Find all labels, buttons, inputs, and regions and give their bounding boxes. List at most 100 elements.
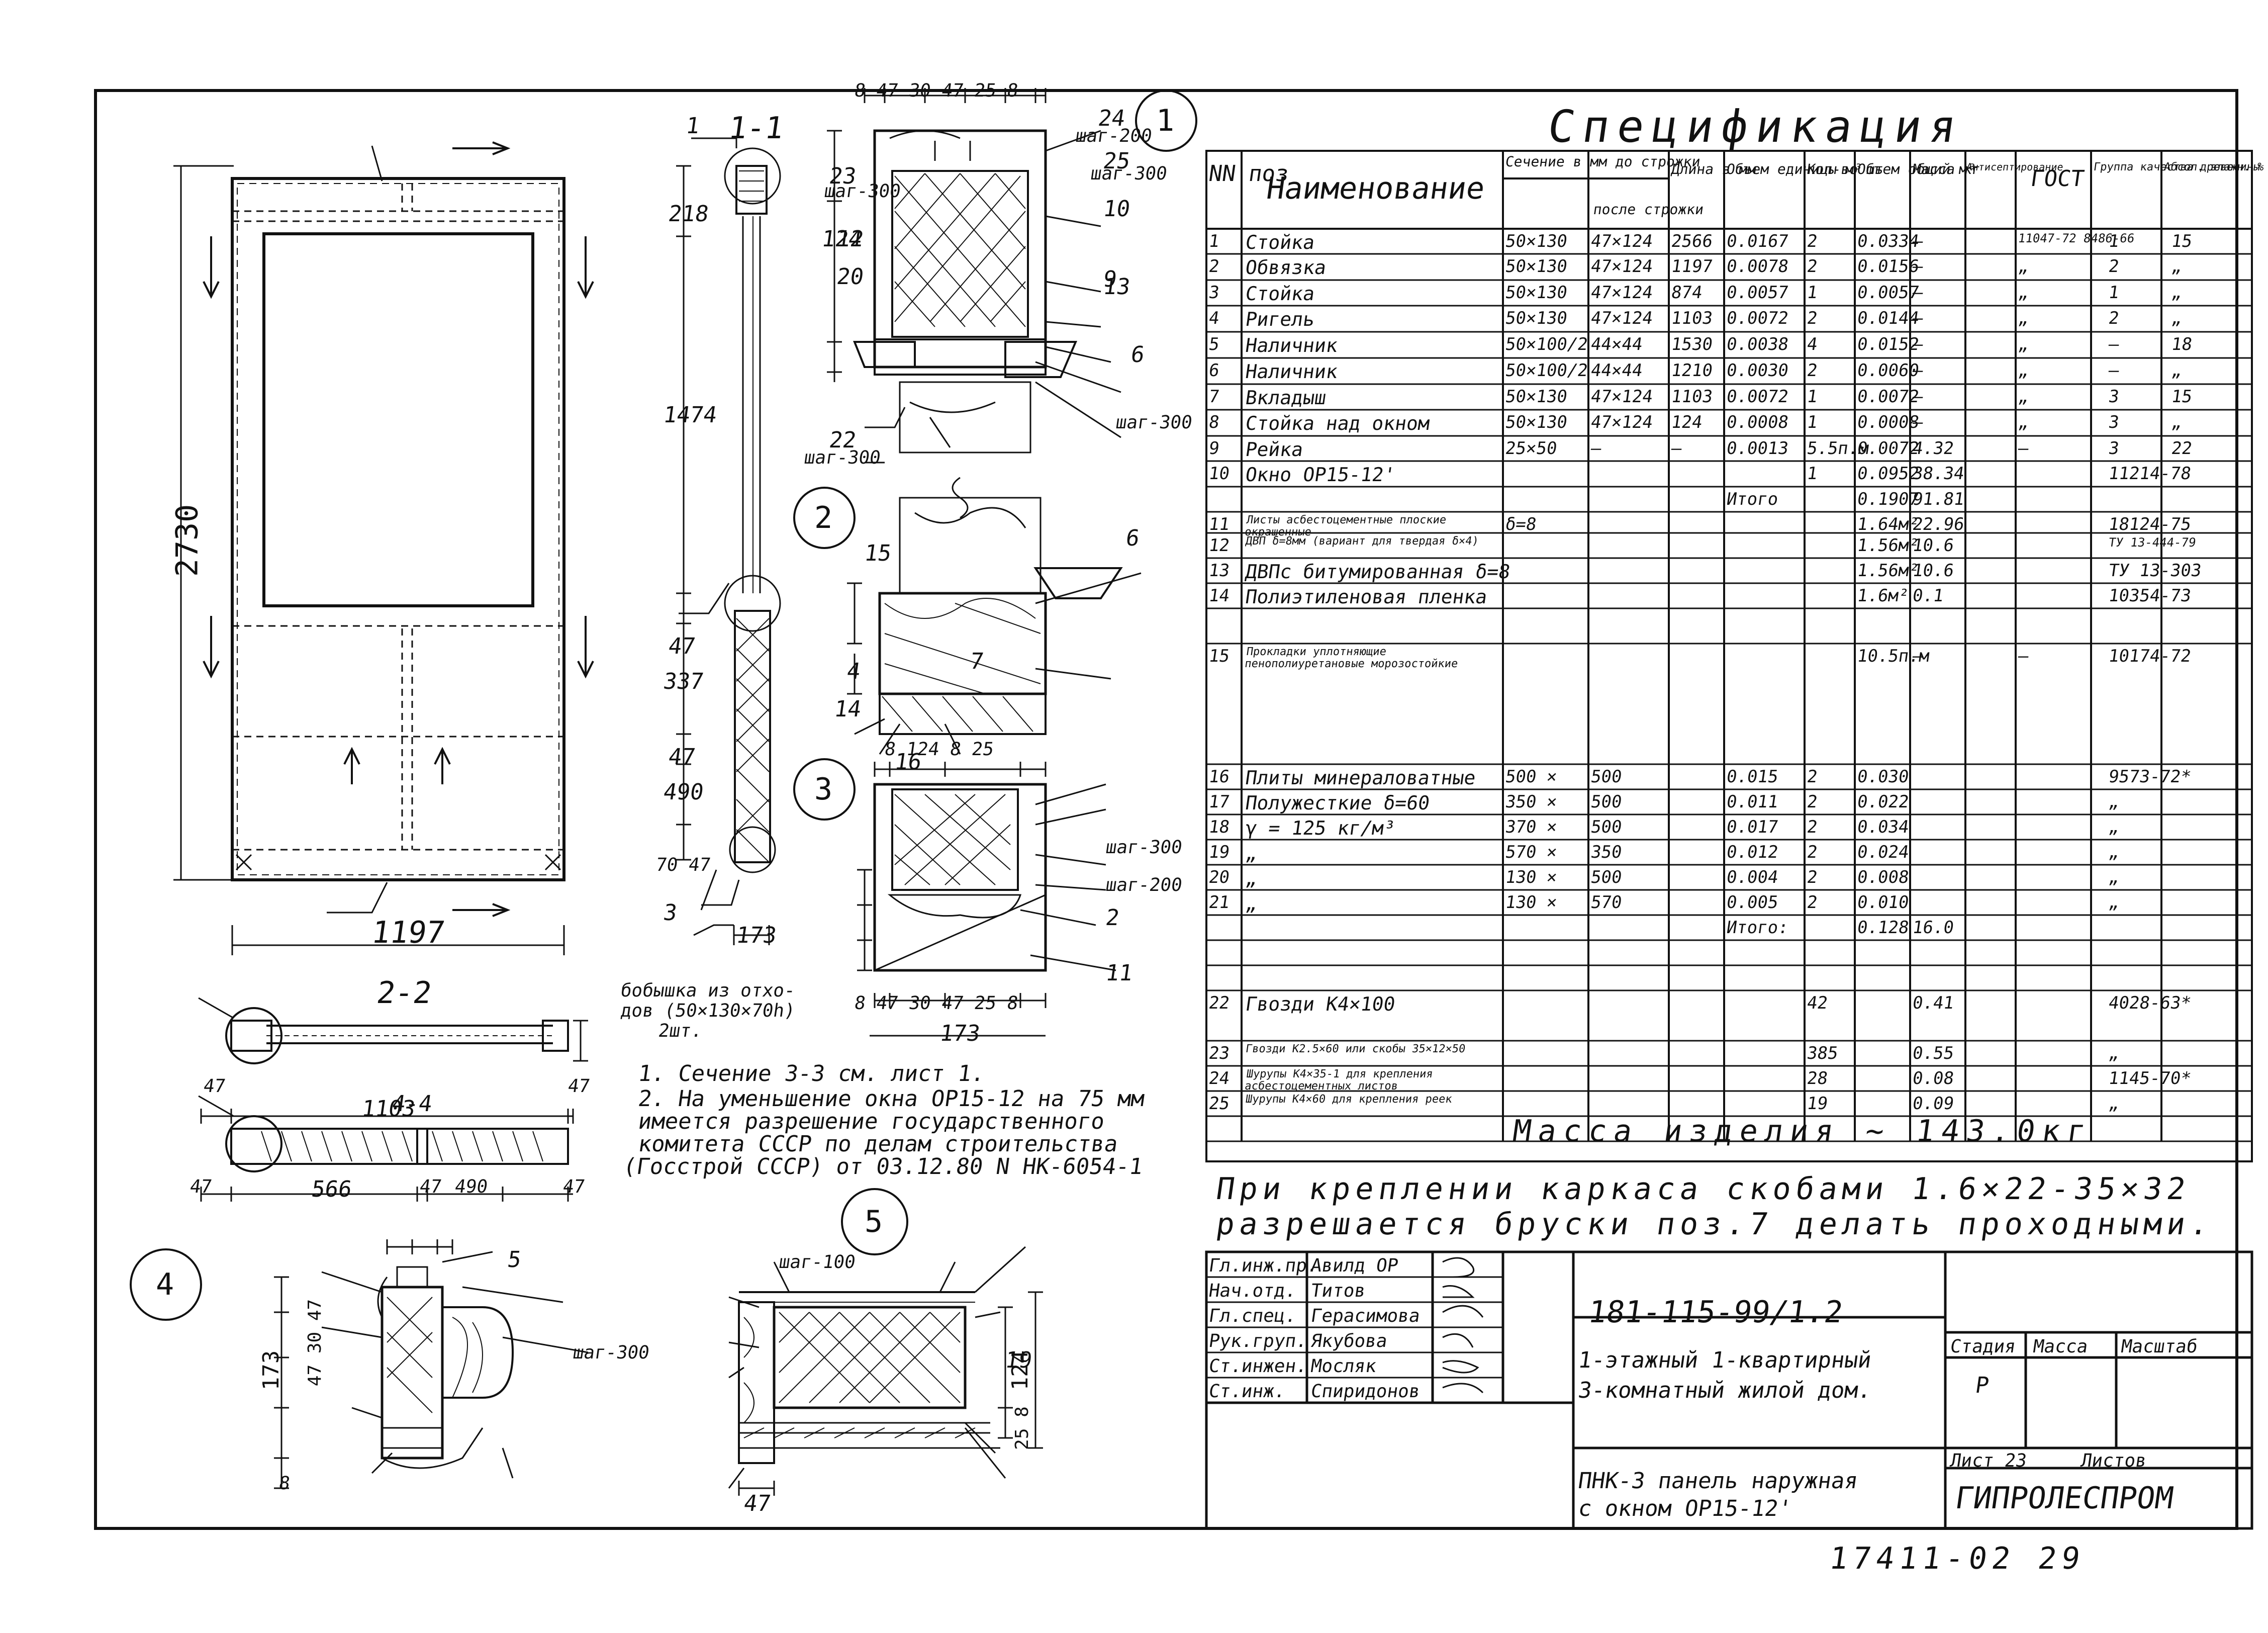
spec-cell: δ=8 [1504,514,1538,534]
spec-cell: 500 × [1504,767,1559,787]
label-10: 10 [1101,196,1132,222]
spec-cell: Плиты минераловатные [1244,767,1477,789]
spec-cell: 21 [1207,892,1231,913]
spec-cell: 500 [1589,867,1624,887]
node-3-label: 3 [814,772,833,807]
spec-cell: 50×100/2 [1504,360,1589,381]
spec-cell: 0.0008 [1856,412,1921,432]
node-1-top-dims: 8 47 30 47 25 8 [853,80,1019,101]
spec-cell: 0.0072 [1725,387,1790,407]
spec-cell: 0.004 [1725,867,1780,887]
spec-cell: 17 [1207,792,1231,812]
step-300-c: шаг-300 [1114,412,1194,433]
spec-cell: 1.56м² [1856,561,1921,581]
node-5-dims-25-8: 25 8 [1011,1406,1032,1450]
step-300-e: шаг-300 [1104,837,1184,858]
spec-header-name: Наименование [1264,171,1487,206]
spec-cell: 874 [1670,283,1704,303]
spec-cell: Окно ОР15-12' [1244,464,1397,486]
note-bobyshka-line3: 2шт. [657,1021,704,1041]
spec-cell: 350 × [1504,792,1559,812]
note-2-line2: имеется разрешение государственного [636,1109,1106,1134]
step-200-b: шаг-200 [1104,875,1184,895]
spec-cell: 0.0152 [1856,334,1921,354]
spec-cell: 91.81 [1911,489,1966,509]
spec-cell: 16 [1207,767,1231,787]
archive-stamp: 17411-02 29 [1827,1541,2088,1576]
spec-cell: 20 [1207,867,1231,887]
spec-cell: 2566 [1670,231,1714,251]
note-2-line4: (Госстрой СССР) от 03.12.80 N НК-6054-1 [621,1154,1145,1180]
spec-cell: 0.0038 [1725,334,1790,354]
spec-cell: 24 [1207,1068,1231,1088]
signer-name: Герасимова [1309,1306,1422,1326]
spec-cell: 28 [1806,1068,1829,1088]
spec-cell: 15 [2170,387,2194,407]
spec-cell: 1103 [1670,387,1714,407]
spec-cell: 385 [1806,1043,1840,1063]
spec-cell: ТУ 13-303 [2107,561,2203,581]
signer-name: Якубова [1309,1331,1389,1351]
spec-cell: 0.08 [1911,1068,1955,1088]
spec-cell: 0.017 [1725,817,1780,837]
spec-cell: ТУ 13-444-79 [2108,535,2197,550]
spec-cell: 1197 [1670,256,1714,277]
spec-mass-total: Масса изделия ~ 143.0кг [1510,1114,2095,1149]
spec-cell: 10 [1207,464,1231,484]
signer-name: Мосляк [1309,1356,1378,1377]
dim-70-47: 70 47 [654,855,712,875]
step-300-f: шаг-300 [572,1342,651,1363]
node-5-dim-124: 124 [1007,1350,1033,1391]
panel-line2: с окном ОР15-12' [1576,1496,1793,1521]
dim-47-mid: 47 [418,1176,443,1197]
dim-width: 1197 [369,915,447,950]
sheet-label: Лист 23 [1949,1450,2028,1471]
panel-facade [173,141,594,955]
organization: ГИПРОЛЕСПРОМ [1953,1481,2176,1516]
spec-cell: 0.005 [1725,892,1780,913]
spec-cell: 0.1 [1911,586,1945,606]
label-15: 15 [863,540,893,566]
spec-cell: 22.96 [1911,514,1966,534]
spec-cell: 0.41 [1911,993,1955,1013]
section-2-2 [198,997,588,1064]
spec-cell: 42 [1806,993,1829,1013]
spec-cell: 13 [1207,561,1231,581]
spec-cell: 0.0072 [1856,438,1921,459]
spec-cell: 50×130 [1504,412,1569,432]
note-2-line3: комитета СССР по делам строительства [636,1131,1120,1157]
dim-1474: 1474 [662,402,719,428]
spec-cell: 0.0156 [1856,256,1921,277]
spec-cell: 11214-78 [2107,464,2193,484]
node-3-bottom-dims: 8 47 30 47 25 8 [853,993,1019,1014]
spec-cell: 0.034 [1856,817,1911,837]
section-1-1 [676,137,781,945]
spec-cell: 22 [2170,438,2194,459]
project-line2: 3-комнатный жилой дом. [1576,1378,1873,1403]
signer-role: Гл.спец. [1207,1306,1298,1326]
dim-47a: 47 [667,633,697,659]
label-14: 14 [832,696,863,722]
spec-cell: 50×130 [1504,256,1569,277]
spec-cell: 0.128 [1856,918,1911,938]
mass-header: Масса [2032,1336,2090,1357]
spec-cell: 19 [1207,842,1231,862]
title-block-grid [1205,1250,2253,1530]
note-fastening-line2: разрешается бруски поз.7 делать проходны… [1214,1207,2216,1242]
spec-cell: 124 [1670,412,1704,432]
spec-cell: Обвязка [1244,256,1328,279]
label-13: 13 [1101,274,1132,300]
spec-cell: 1.64м² [1856,514,1921,534]
spec-cell: 0.030 [1856,767,1911,787]
spec-cell: 47×124 [1589,256,1654,277]
node-5-detail [728,1188,1043,1496]
note-bobyshka-line2: дов (50×130×70h) [619,1001,797,1021]
spec-header-moisture: Абсол. влажн. % [2163,161,2265,173]
spec-cell: Полужесткие δ=60 [1244,792,1432,814]
scale-header: Масштаб [2120,1336,2199,1357]
spec-cell: 50×130 [1504,231,1569,251]
label-22: 22 [827,427,858,453]
note-bobyshka-line1: бобышка из отхо- [619,980,797,1001]
spec-cell: Наличник [1244,360,1340,383]
node-4-dims-47-30-47: 47 30 47 [305,1299,326,1387]
